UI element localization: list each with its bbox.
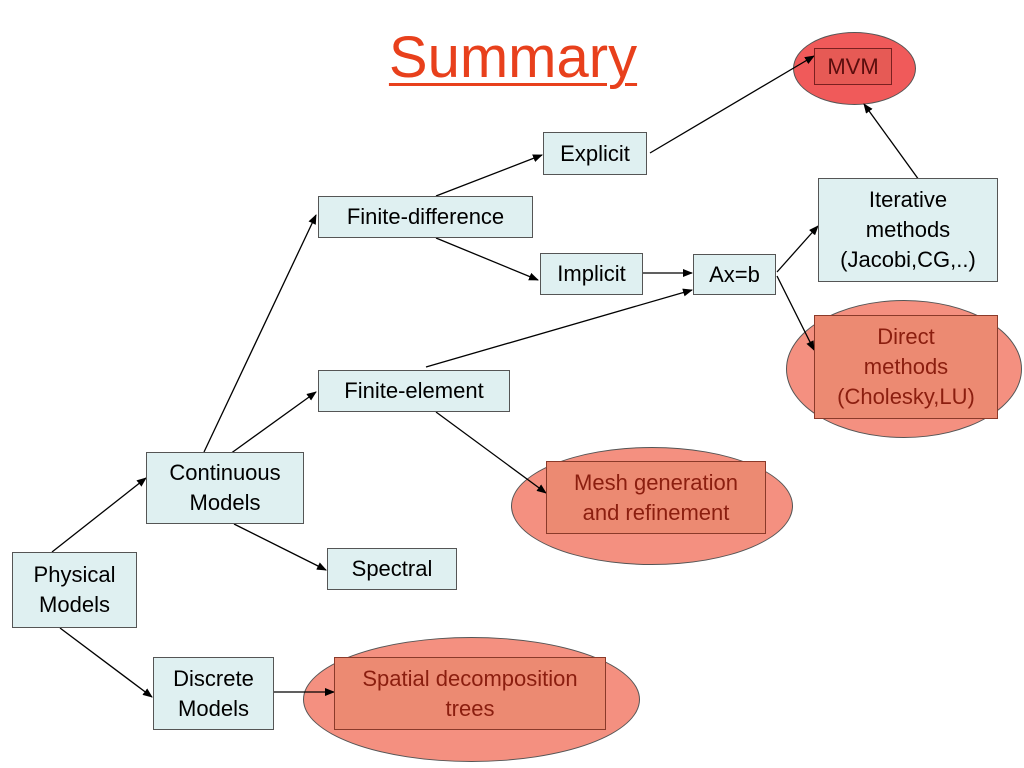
arrow-continuous-to-finite-element [229,391,317,455]
direct-methods-label: Direct methods (Cholesky,LU) [837,324,975,409]
arrow-physical-to-discrete [59,627,153,698]
finite-difference-label: Finite-difference [346,204,505,229]
axb-label: Ax=b [709,261,760,287]
arrow-continuous-to-finite-difference [203,214,317,453]
iterative-methods-box: Iterative methods (Jacobi,CG,..) [818,178,998,282]
discrete-models-label: Discrete Models [173,665,254,721]
finite-element-box: Finite-element [318,370,510,412]
continuous-models-label: Continuous Models [169,460,281,515]
spectral-label: Spectral [351,556,433,581]
finite-element-label: Finite-element [344,378,484,403]
explicit-box: Explicit [543,132,647,175]
finite-difference-box: Finite-difference [318,196,533,238]
arrow-axb-to-direct [776,275,815,351]
implicit-label: Implicit [557,261,626,286]
arrow-finite-difference-to-explicit [435,154,543,197]
arrow-finite-difference-to-implicit [435,237,539,281]
discrete-models-box: Discrete Models [153,657,274,730]
arrow-physical-to-continuous [51,477,147,553]
spectral-box: Spectral [327,548,457,590]
explicit-label: Explicit [560,140,630,166]
physical-models-label: Physical Models [33,562,116,617]
slide-title: Summary [388,25,638,90]
implicit-box: Implicit [540,253,643,295]
mvm-label: MVM [827,53,879,79]
continuous-models-box: Continuous Models [146,452,304,524]
arrow-axb-to-iterative [776,225,819,273]
arrow-explicit-to-mvm [649,55,815,154]
mesh-generation-box: Mesh generation and refinement [546,461,766,534]
iterative-methods-label: Iterative methods (Jacobi,CG,..) [840,187,976,272]
direct-methods-box: Direct methods (Cholesky,LU) [814,315,998,419]
arrow-finite-element-to-axb [425,288,693,368]
spatial-decomposition-box: Spatial decomposition trees [334,657,606,730]
axb-box: Ax=b [693,254,776,295]
arrow-continuous-to-spectral [233,523,327,571]
spatial-decomposition-label: Spatial decomposition trees [362,665,578,721]
arrow-finite-element-to-mesh [435,411,547,494]
mvm-box: MVM [814,48,892,85]
physical-models-box: Physical Models [12,552,137,628]
mesh-generation-label: Mesh generation and refinement [574,469,738,525]
arrow-iterative-to-mvm [863,103,920,181]
